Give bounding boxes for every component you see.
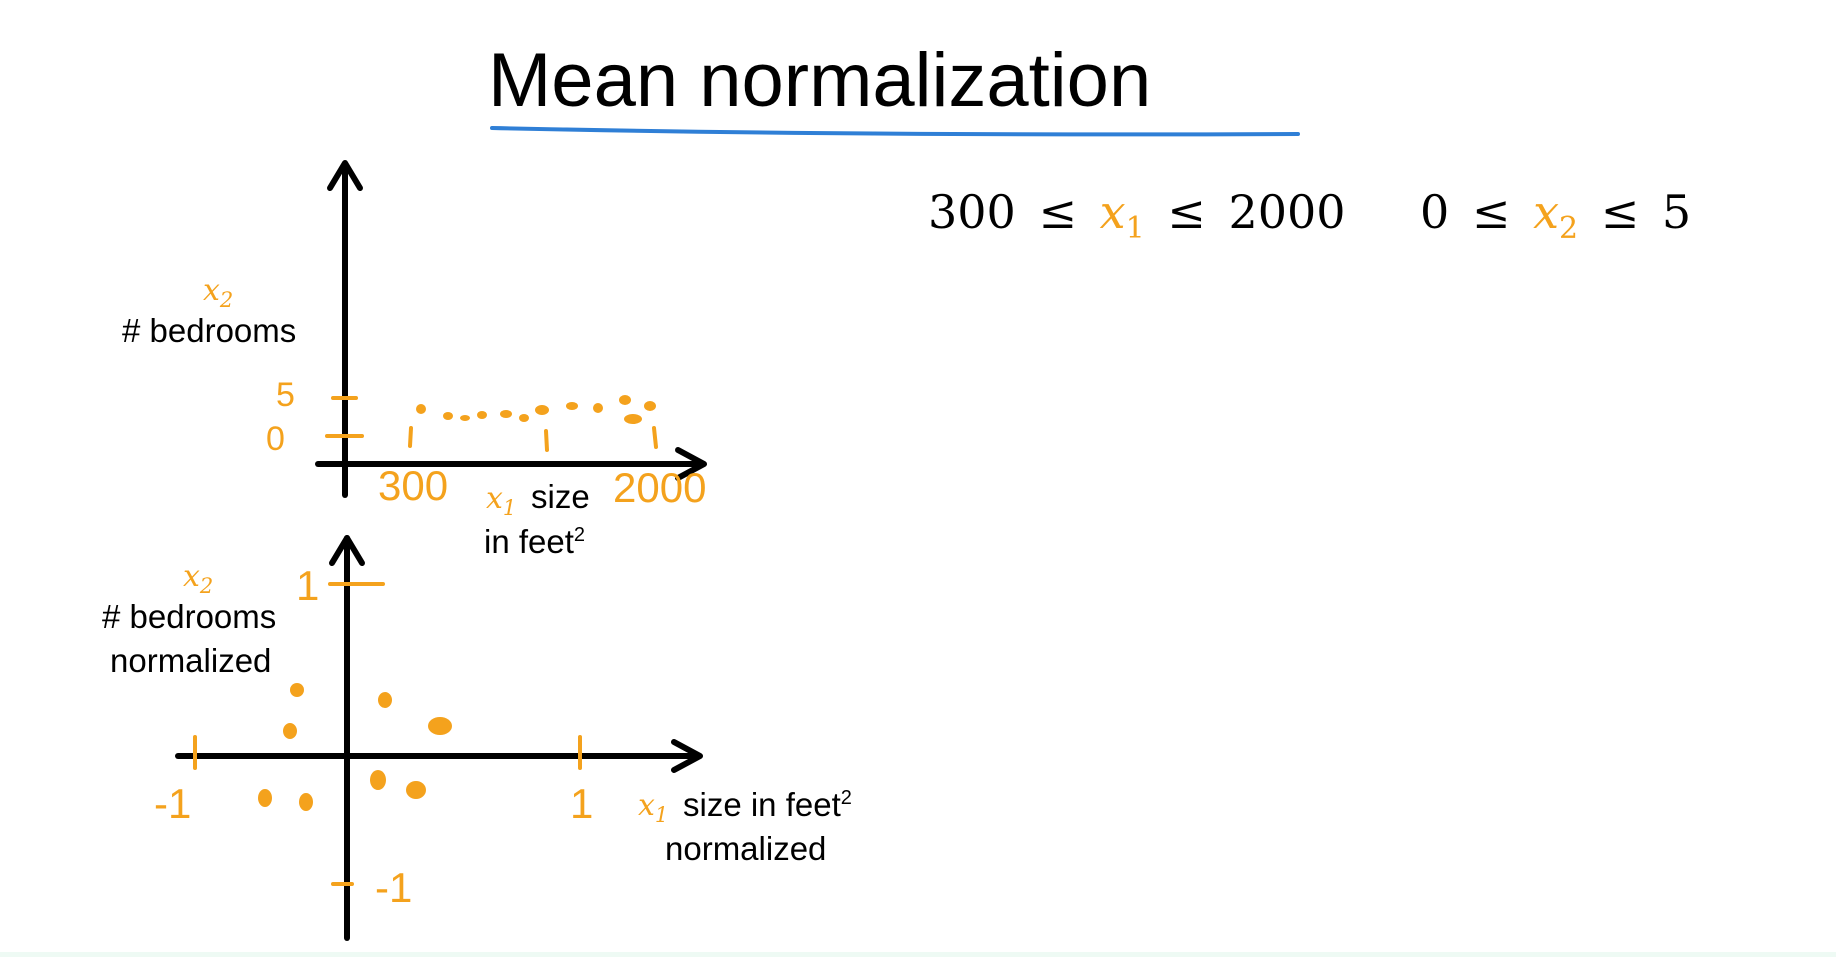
top-data-point [460,415,470,421]
bottom-plot: x2 # bedrooms normalized 1 -1 -1 1 x1 [102,535,852,941]
bottom-data-point [370,770,386,790]
bottom-x-tick-label-neg1: -1 [154,780,191,827]
bottom-y-var-label: x2 [183,559,213,598]
x2-range-sub: 2 [1559,211,1578,246]
x2-range-high: 5 [1662,185,1691,239]
bottom-data-point [290,683,304,697]
top-data-point [593,403,603,413]
bottom-data-point [299,793,313,811]
bottom-data-point [428,717,452,735]
top-data-point [519,414,529,422]
top-data-point [644,401,656,411]
top-data-point [500,410,512,418]
top-data-point [624,414,642,424]
top-x-tick-mid [544,429,549,452]
top-data-point [416,404,426,414]
bottom-y-axis-arrowhead [329,535,365,566]
top-x-axis-arrowhead [675,447,707,481]
bottom-data-point [378,692,392,708]
bottom-y-tick-label-1: 1 [296,562,319,609]
x1-range-high: 2000 [1228,185,1345,239]
top-y-axis-arrowhead [327,160,363,191]
top-x-axis-label-line2: in feet2 [484,523,585,560]
top-data-point [443,412,453,420]
x2-range-var: x [1533,185,1559,239]
bottom-data-point [258,789,272,807]
top-x-axis-label-line1: size [531,478,590,515]
top-data-point [477,411,487,419]
x1-range-sub: 1 [1126,211,1145,246]
top-x-tick-2000 [652,426,658,449]
top-data-point [619,395,631,405]
x2-range-low: 0 [1420,185,1449,239]
top-y-tick-label-0: 0 [266,420,285,458]
bottom-data-points [258,683,452,811]
bottom-data-point [406,781,426,799]
x1-range-var: x [1100,185,1126,239]
x1-range-op1: ≤ [1038,185,1077,239]
x2-range-inequality: 0 ≤ x2 ≤ 5 [1420,185,1691,249]
top-data-points [416,395,656,424]
title-underline [490,126,1300,137]
top-y-tick-label-5: 5 [276,376,295,414]
top-x-tick-label-300: 300 [378,462,448,509]
top-x-tick-label-2000: 2000 [613,464,706,511]
bottom-data-point [283,723,297,739]
top-data-point [566,402,578,410]
top-x-tick-300 [408,426,413,448]
bottom-y-tick-label-neg1: -1 [375,864,412,911]
bottom-x-tick-label-1: 1 [570,780,593,827]
top-y-var-label: x2 [203,273,233,312]
bottom-x-axis-label-line1: size in feet2 [683,786,852,823]
top-x-var-label: x1 [486,481,516,520]
bottom-x-var-label: x1 [638,788,668,827]
bottom-y-axis-label-line2: normalized [110,642,271,679]
x1-range-low: 300 [928,185,1016,239]
bottom-y-axis-label-line1: # bedrooms [102,598,276,635]
x2-range-op2: ≤ [1601,185,1640,239]
x2-range-op1: ≤ [1472,185,1511,239]
bottom-x-axis-label-line2: normalized [665,830,826,867]
bottom-band [0,952,1836,957]
x1-range-inequality: 300 ≤ x1 ≤ 2000 [928,185,1346,249]
page-title: Mean normalization [488,38,1151,123]
top-data-point [535,405,549,415]
bottom-x-axis-arrowhead [671,739,703,773]
top-plot: x2 # bedrooms 5 0 300 2000 [122,160,707,560]
top-y-axis-label: # bedrooms [122,312,296,349]
x1-range-op2: ≤ [1167,185,1206,239]
